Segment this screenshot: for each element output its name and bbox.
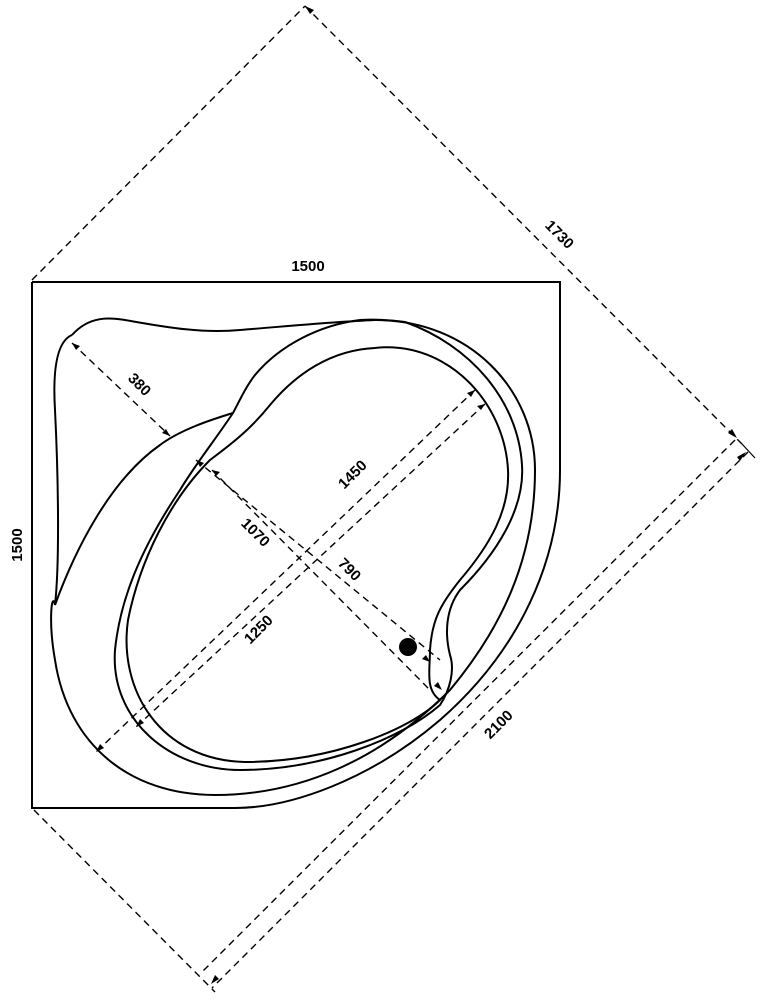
inner-dimension-lines — [71, 342, 486, 753]
tub-seat-edge — [54, 412, 234, 606]
tub-basin-inner — [125, 346, 510, 764]
dim-inner-width: 1070 — [237, 515, 273, 551]
outer-dimension-lines — [31, 5, 756, 993]
dim-width-top: 1500 — [291, 258, 324, 275]
dim-seat-depth: 380 — [124, 370, 154, 400]
dim-inner-front: 1250 — [241, 612, 277, 648]
drain-icon — [399, 638, 417, 656]
tub-outer-rim — [50, 317, 537, 797]
dim-inner-long: 1450 — [335, 457, 371, 493]
dim-height-left: 1500 — [9, 528, 26, 561]
tub-basin-outer — [113, 318, 524, 772]
dim-diagonal-front: 2100 — [481, 707, 517, 743]
dim-drain-offset: 790 — [334, 555, 364, 585]
tub-frame — [31, 281, 561, 809]
